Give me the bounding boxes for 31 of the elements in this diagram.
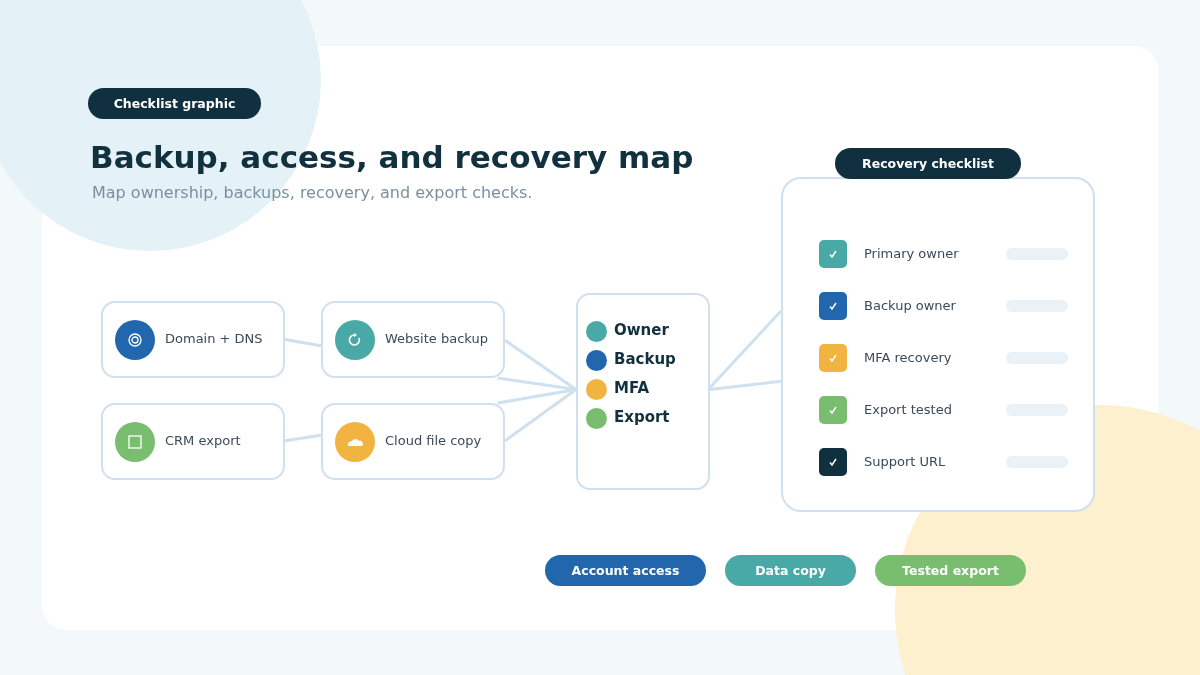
checklist-item: Backup owner <box>864 298 956 313</box>
node-card <box>321 403 505 480</box>
node-label: Website backup <box>385 331 488 346</box>
node-label: CRM export <box>165 433 241 448</box>
legend-pill: Account access <box>545 555 706 586</box>
hub-label: Export <box>614 408 670 426</box>
connector-line <box>504 339 577 391</box>
connector-line <box>284 433 322 443</box>
title: Backup, access, and recovery map <box>90 139 694 175</box>
node-label: Cloud file copy <box>385 433 482 448</box>
tag-pill: Checklist graphic <box>88 88 261 119</box>
hub-label: MFA <box>614 379 650 397</box>
node-card <box>321 301 505 378</box>
checklist-item: Support URL <box>864 454 946 469</box>
panel-heading-pill: Recovery checklist <box>835 148 1021 179</box>
legend-pill: Tested export <box>875 555 1026 586</box>
node-card <box>101 301 285 378</box>
hub-label: Owner <box>614 321 669 339</box>
checklist-item: Primary owner <box>864 246 959 261</box>
checklist-item: MFA recovery <box>864 350 952 365</box>
subtitle: Map ownership, backups, recovery, and export checks. <box>92 183 533 202</box>
checklist-item: Export tested <box>864 402 952 417</box>
connector-line <box>708 310 783 389</box>
summary-card <box>576 293 710 490</box>
legend-pill: Data copy <box>725 555 856 586</box>
node-label: Domain + DNS <box>165 331 263 346</box>
node-card <box>101 403 285 480</box>
hub-label: Backup <box>614 350 676 368</box>
connector-line <box>504 388 577 442</box>
connector-line <box>709 379 782 392</box>
connector-line <box>284 338 322 348</box>
